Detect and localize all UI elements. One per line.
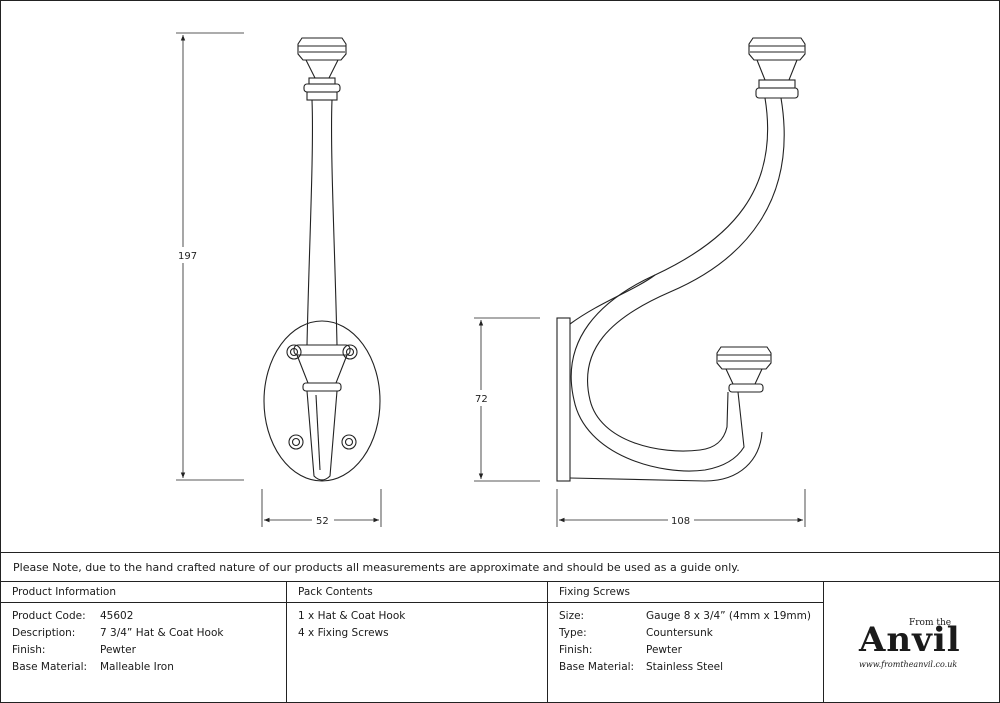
pack-item: 4 x Fixing Screws bbox=[298, 627, 389, 639]
upper-arm-outer bbox=[570, 97, 769, 472]
brand-logo-cell: From the Anvil www.fromtheanvil.co.uk bbox=[824, 582, 999, 702]
fixing-screws: Fixing Screws Size:Gauge 8 x 3/4” (4mm x… bbox=[548, 582, 824, 702]
info-panel: Product Information Product Code:45602 D… bbox=[1, 582, 999, 703]
screw-holes bbox=[286, 344, 358, 450]
pack-contents-title: Pack Contents bbox=[287, 582, 547, 603]
dim-width-label: 52 bbox=[316, 516, 329, 527]
from-the-anvil-logo: From the Anvil www.fromtheanvil.co.uk bbox=[859, 610, 989, 670]
fixing-screws-title: Fixing Screws bbox=[548, 582, 823, 603]
measurement-note: Please Note, due to the hand crafted nat… bbox=[1, 552, 999, 582]
lower-collar bbox=[293, 344, 351, 481]
side-view bbox=[556, 37, 806, 482]
backplate-oval bbox=[263, 320, 381, 482]
stem bbox=[306, 99, 338, 346]
logo-name: Anvil bbox=[859, 620, 961, 660]
logo-url: www.fromtheanvil.co.uk bbox=[859, 660, 958, 669]
logo-from-the: From the bbox=[909, 618, 952, 628]
side-top-knob bbox=[748, 37, 806, 99]
info-row: Description:7 3/4” Hat & Coat Hook bbox=[12, 627, 224, 639]
info-row: Type:Countersunk bbox=[559, 627, 713, 639]
info-row: Base Material:Malleable Iron bbox=[12, 661, 174, 673]
product-information: Product Information Product Code:45602 D… bbox=[1, 582, 287, 702]
product-information-title: Product Information bbox=[1, 582, 286, 603]
pack-item: 1 x Hat & Coat Hook bbox=[298, 610, 406, 622]
dim-side-height-label: 72 bbox=[475, 394, 488, 405]
info-row: Finish:Pewter bbox=[12, 644, 136, 656]
pack-contents: Pack Contents 1 x Hat & Coat Hook 4 x Fi… bbox=[287, 582, 548, 702]
hook-drawing-svg: 197 52 72 108 bbox=[176, 32, 806, 527]
info-row: Finish:Pewter bbox=[559, 644, 682, 656]
info-row: Product Code:45602 bbox=[12, 610, 134, 622]
side-backplate bbox=[556, 317, 571, 482]
info-row: Size:Gauge 8 x 3/4” (4mm x 19mm) bbox=[559, 610, 811, 622]
front-view bbox=[263, 37, 381, 482]
dim-depth-label: 108 bbox=[671, 516, 690, 527]
upper-arm-inner bbox=[586, 97, 785, 452]
side-lower-knob bbox=[716, 346, 772, 393]
dim-height-label: 197 bbox=[178, 251, 197, 262]
top-knob bbox=[297, 37, 347, 101]
dimension-lines bbox=[176, 32, 806, 527]
info-row: Base Material:Stainless Steel bbox=[559, 661, 724, 673]
technical-drawing: 197 52 72 108 bbox=[176, 32, 806, 527]
